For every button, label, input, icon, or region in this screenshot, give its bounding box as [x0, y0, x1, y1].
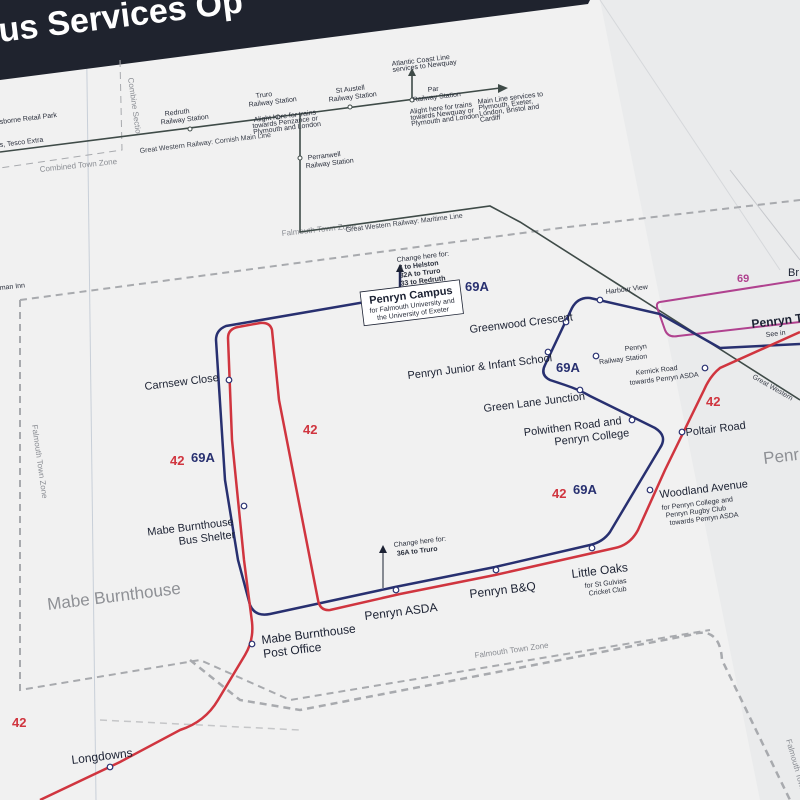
falmouth-zone-lower	[189, 631, 792, 800]
maritime-line	[299, 114, 800, 401]
asda-change-arrow	[379, 545, 387, 553]
route-42-label-south: 42	[552, 486, 566, 501]
stop-marker-penryn-station	[592, 352, 600, 360]
stop-label-penryn-te[interactable]: Penryn Te	[751, 310, 800, 331]
falmouth-zone-upper	[19, 199, 800, 301]
stop-marker-poltair	[678, 428, 686, 436]
route-42-line	[39, 321, 800, 800]
stop-label-little-oaks[interactable]: Little Oaks	[571, 560, 629, 581]
railway-lines	[0, 74, 800, 401]
stop-label-br[interactable]: Br	[788, 267, 799, 279]
route-69a-label-campus: 69A	[465, 279, 489, 294]
combined-zone-top	[0, 59, 123, 169]
stop-markers	[106, 292, 709, 771]
stop-marker-bq	[492, 566, 500, 574]
route-69-label: 69	[737, 273, 749, 285]
stop-marker-longdowns	[106, 763, 114, 771]
stop-marker-kernick	[701, 364, 709, 372]
fold-line-2	[599, 0, 781, 271]
stop-marker-greenwood	[562, 318, 570, 326]
sheet-edge	[729, 169, 800, 261]
stop-marker-asda	[392, 586, 400, 594]
stop-marker-harbour	[596, 296, 604, 304]
route-42-label-inner: 42	[303, 422, 317, 437]
stop-marker-little-oaks	[588, 544, 596, 552]
route-69a-line	[214, 270, 800, 616]
route-42-label-left: 42	[170, 453, 184, 468]
fold-line	[85, 0, 97, 800]
zone-boundaries	[0, 59, 800, 800]
area-label-penryn: Penr	[762, 445, 800, 468]
label-inn: man Inn	[0, 282, 25, 292]
top-station-markers	[187, 97, 415, 161]
stop-marker-woodland	[646, 486, 654, 494]
newquay-arrow	[408, 68, 416, 76]
route-69a-label-south: 69A	[573, 482, 597, 497]
route-69a-label-left: 69A	[191, 450, 215, 465]
stop-marker-polwithen	[628, 416, 636, 424]
route-69a-label-loop: 69A	[556, 360, 580, 375]
falmouth-zone-bottom	[99, 719, 301, 731]
main-line-arrow	[498, 84, 508, 93]
header-banner-main	[0, 0, 590, 80]
stop-marker-greenlane	[576, 386, 584, 394]
stop-note-penryn-te: See in	[765, 330, 786, 339]
stop-marker-carnsew	[225, 376, 233, 384]
route-42-label-bottom: 42	[12, 715, 26, 730]
stop-marker-mabe-po	[248, 640, 256, 648]
route-69-line	[655, 279, 800, 338]
stop-note-little-oaks: for St GulviasCricket Club	[584, 578, 628, 598]
route-42-label-east: 42	[706, 394, 720, 409]
stop-marker-mabe-shelter	[240, 502, 248, 510]
campus-change-arrow	[396, 264, 404, 272]
stop-marker-junior	[544, 348, 552, 356]
